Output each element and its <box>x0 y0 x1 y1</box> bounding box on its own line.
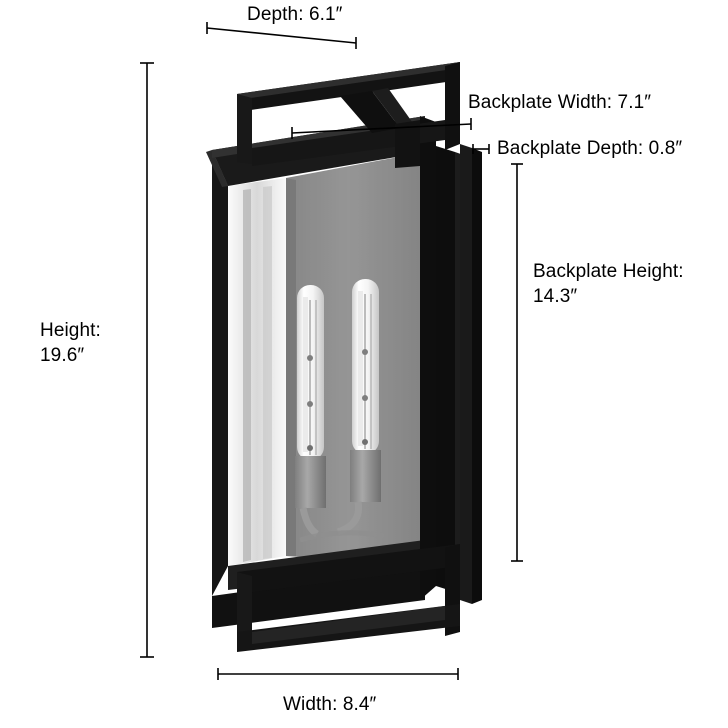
glass-panels <box>228 152 425 566</box>
bulb-assembly <box>295 279 385 543</box>
bulb-left <box>295 285 326 538</box>
dimension-label-depth: Depth: 6.1″ <box>247 4 343 25</box>
bottom-outer-bracket <box>237 544 460 652</box>
dimension-label-width: Width: 8.4″ <box>283 694 377 715</box>
dimension-label-backplate-height: Backplate Height: 14.3″ <box>533 261 684 307</box>
dimension-label-backplate-depth: Backplate Depth: 0.8″ <box>497 138 683 159</box>
right-side-slats <box>460 144 482 604</box>
dimension-label-height: Height: 19.6″ <box>40 320 101 366</box>
dimension-label-backplate-width: Backplate Width: 7.1″ <box>468 92 652 113</box>
